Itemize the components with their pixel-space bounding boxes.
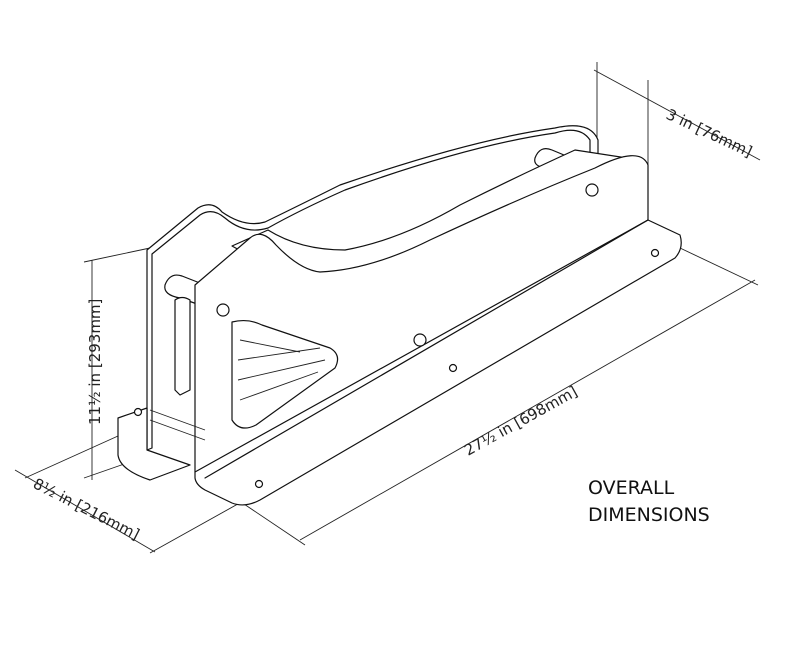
drawing-title: OVERALL DIMENSIONS	[588, 475, 710, 529]
dim-height-label: 11½ in [293mm]	[86, 299, 104, 425]
dim-depth-label: 3 in [76mm]	[663, 105, 755, 161]
title-line-2: DIMENSIONS	[588, 504, 710, 526]
dim-width-label: 8½ in [216mm]	[30, 475, 142, 544]
bracket-part	[117, 125, 682, 506]
title-line-1: OVERALL	[588, 477, 675, 499]
dimension-lines	[14, 62, 761, 554]
dim-length-label: 27½ in [698mm]	[461, 382, 580, 459]
